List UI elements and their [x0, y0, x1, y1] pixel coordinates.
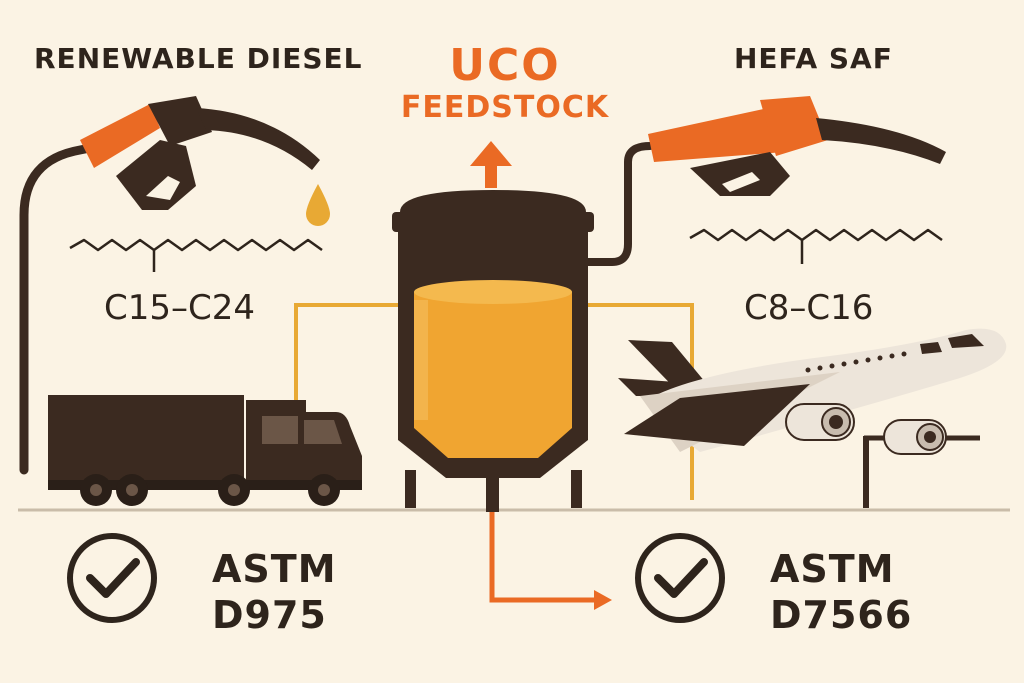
carbon-chain-left [69, 238, 323, 252]
right-arrow-icon [489, 512, 612, 610]
check-circle-icon [635, 533, 725, 623]
uco-title: UCO [449, 40, 561, 91]
diesel-carbon-range: C15–C24 [104, 288, 256, 328]
diesel-hose [19, 141, 105, 475]
truck-icon [48, 395, 362, 506]
check-circle-icon [67, 533, 157, 623]
saf-carbon-range: C8–C16 [744, 288, 874, 328]
saf-hose [584, 142, 654, 266]
feedstock-subtitle: FEEDSTOCK [400, 90, 610, 125]
airplane-icon [618, 328, 1007, 508]
diesel-standard: ASTM D975 [212, 546, 337, 638]
diesel-standard-code: D975 [212, 593, 327, 637]
diesel-standard-org: ASTM [212, 547, 337, 591]
up-arrow-icon [470, 141, 512, 188]
saf-standard: ASTM D7566 [770, 546, 912, 638]
fuel-nozzle-icon [648, 96, 946, 196]
hefa-saf-title: HEFA SAF [734, 42, 893, 75]
saf-standard-org: ASTM [770, 547, 895, 591]
oil-drop-icon [306, 184, 330, 226]
reactor-tank-icon [392, 190, 594, 512]
carbon-chain-right [689, 228, 943, 242]
saf-standard-code: D7566 [770, 593, 913, 637]
renewable-diesel-title: RENEWABLE DIESEL [34, 42, 363, 75]
fuel-nozzle-icon [80, 96, 320, 210]
